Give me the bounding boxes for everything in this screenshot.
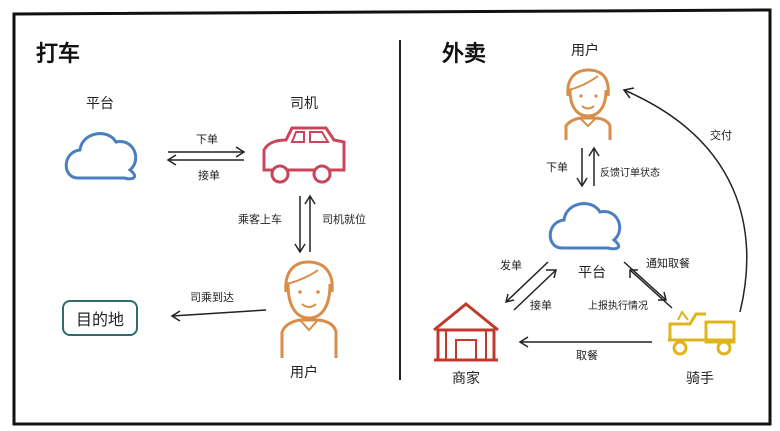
right-node-rider: 骑手 xyxy=(686,371,714,387)
edge-label-ride-arrives: 司乘到达 xyxy=(190,291,234,304)
edge-label-pickup: 取餐 xyxy=(576,349,598,362)
edge-label-send-order: 发单 xyxy=(500,259,522,272)
edge-label-report-progress: 上报执行情况 xyxy=(588,301,648,312)
left-node-driver: 司机 xyxy=(290,96,318,112)
edge-label-user-place-order: 下单 xyxy=(546,161,568,174)
left-panel-title: 打车 xyxy=(36,42,81,67)
edge-label-accept-order: 接单 xyxy=(198,169,220,182)
outer-border xyxy=(12,8,772,426)
destination-box: 目的地 xyxy=(62,300,138,336)
edge-label-driver-ready: 司机就位 xyxy=(322,213,366,226)
edge-label-place-order: 下单 xyxy=(196,133,218,146)
left-node-user: 用户 xyxy=(290,365,318,381)
right-panel-title: 外卖 xyxy=(442,42,487,67)
left-node-destination: 目的地 xyxy=(75,310,124,329)
left-node-platform: 平台 xyxy=(86,96,114,112)
edge-label-feedback-status: 反馈订单状态 xyxy=(600,168,660,179)
right-node-merchant: 商家 xyxy=(452,371,480,387)
edge-label-deliver: 交付 xyxy=(710,129,732,142)
edge-label-passenger-boards: 乘客上车 xyxy=(238,213,282,226)
edge-label-notify-pickup: 通知取餐 xyxy=(646,257,690,270)
right-node-user: 用户 xyxy=(571,43,599,59)
right-node-platform: 平台 xyxy=(578,265,606,281)
edge-label-merchant-accept: 接单 xyxy=(530,299,552,312)
